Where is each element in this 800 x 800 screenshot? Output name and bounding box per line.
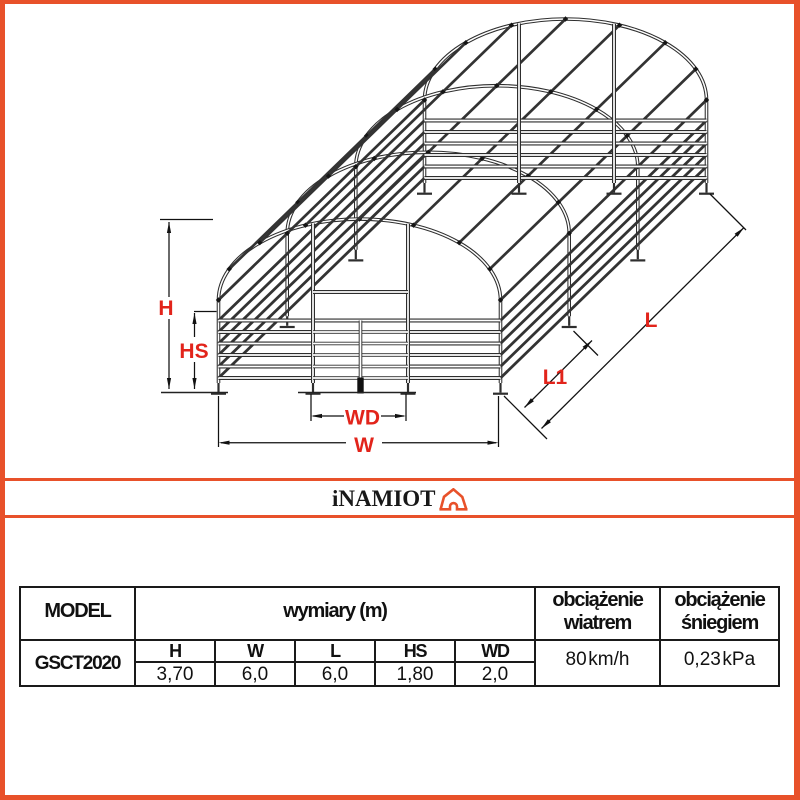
svg-text:WD: WD	[345, 407, 380, 430]
svg-text:W: W	[354, 434, 374, 457]
svg-text:HS: HS	[179, 340, 208, 363]
svg-text:H: H	[158, 297, 173, 320]
svg-text:L1: L1	[543, 366, 568, 389]
svg-text:L: L	[645, 309, 658, 332]
